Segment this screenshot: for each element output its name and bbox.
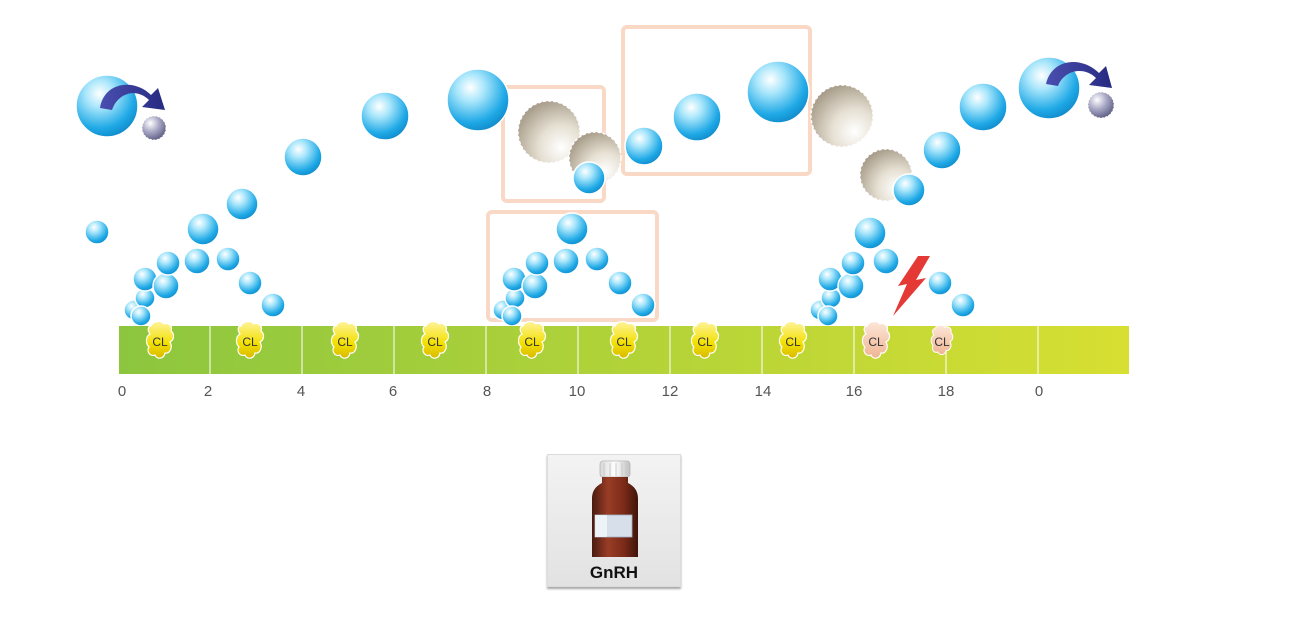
- corpus-luteum-shape: [235, 320, 265, 359]
- follicle: [501, 305, 523, 327]
- axis-tick-label: 10: [569, 383, 586, 400]
- corpus-luteum: CL: [235, 320, 265, 359]
- follicle: [552, 247, 580, 275]
- corpus-luteum-shape: [609, 320, 639, 359]
- axis-tick-label: 6: [389, 383, 397, 400]
- cycle-bar-dividers: [209, 326, 1039, 374]
- axis-tick-label: 14: [755, 383, 772, 400]
- corpus-luteum-shape: [930, 324, 954, 355]
- follicle: [521, 272, 549, 300]
- corpus-luteum: CL: [420, 320, 450, 359]
- corpus-luteum-label: CL: [868, 335, 884, 349]
- follicle: [927, 270, 953, 296]
- corpus-luteum-label: CL: [242, 335, 258, 349]
- follicle: [840, 250, 866, 276]
- follicle: [950, 292, 976, 318]
- follicle: [746, 60, 810, 124]
- corpus-luteum: CL: [778, 320, 808, 359]
- ovulation-left: [100, 84, 167, 141]
- medicine-bottle-icon: [592, 460, 638, 557]
- follicle: [817, 305, 839, 327]
- follicle: [360, 91, 410, 141]
- follicle: [84, 219, 110, 245]
- corpus-luteum: CL: [861, 320, 891, 359]
- follicle: [183, 247, 211, 275]
- corpus-luteum-label: CL: [427, 335, 443, 349]
- axis-tick-label: 0: [118, 383, 126, 400]
- corpus-luteum-label: CL: [616, 335, 632, 349]
- corpus-luteum-shape: [861, 320, 891, 359]
- corpus-luteum-label: CL: [785, 335, 801, 349]
- axis-tick-label: 8: [483, 383, 491, 400]
- oocyte-icon: [141, 115, 167, 141]
- follicle: [853, 216, 887, 250]
- follicle: [446, 68, 510, 132]
- axis-tick-label: 16: [846, 383, 863, 400]
- corpus-luteum-label: CL: [524, 335, 540, 349]
- corpus-luteum-label: CL: [697, 335, 713, 349]
- corpus-luteum: CL: [609, 320, 639, 359]
- lightning-icon: [893, 256, 930, 316]
- follicle: [672, 92, 722, 142]
- corpus-luteum-shape: [420, 320, 450, 359]
- atretic-follicle: [517, 100, 581, 164]
- axis-tick-label: 0: [1035, 383, 1043, 400]
- corpora-lutea: CL CL CL CL CL CL CL CL CL CL: [145, 320, 954, 359]
- corpus-luteum: CL: [517, 320, 547, 359]
- follicles: [75, 56, 1081, 327]
- corpus-luteum: CL: [145, 320, 175, 359]
- corpus-luteum-shape: [330, 320, 360, 359]
- follicle: [922, 130, 962, 170]
- corpus-luteum-label: CL: [337, 335, 353, 349]
- follicle: [152, 272, 180, 300]
- follicle: [630, 292, 656, 318]
- follicle: [837, 272, 865, 300]
- corpus-luteum: CL: [330, 320, 360, 359]
- corpus-luteum-label: CL: [934, 335, 950, 349]
- follicle: [283, 137, 323, 177]
- follicle: [130, 305, 152, 327]
- corpus-luteum-shape: [690, 320, 720, 359]
- follicle: [260, 292, 286, 318]
- follicle: [237, 270, 263, 296]
- follicle: [584, 246, 610, 272]
- follicle: [624, 126, 664, 166]
- ovulation-arrow-icon: [1046, 62, 1112, 88]
- follicle: [607, 270, 633, 296]
- gnrh-button[interactable]: GnRH: [547, 454, 681, 587]
- highlight-box: [621, 25, 812, 176]
- ovulation-arrow-icon: [100, 84, 165, 110]
- gnrh-label: GnRH: [589, 563, 639, 582]
- follicle: [892, 173, 926, 207]
- axis-tick-label: 18: [938, 383, 955, 400]
- follicle: [872, 247, 900, 275]
- corpus-luteum-shape: [517, 320, 547, 359]
- day-axis: 0 2 4 6 8 10 12 14 16 18 0: [118, 383, 1043, 400]
- follicle: [225, 187, 259, 221]
- follicle: [524, 250, 550, 276]
- corpus-luteum-shape: [778, 320, 808, 359]
- axis-tick-label: 12: [662, 383, 679, 400]
- ovulation-right: [1046, 62, 1115, 119]
- follicle: [186, 212, 220, 246]
- axis-tick-label: 2: [204, 383, 212, 400]
- axis-tick-label: 4: [297, 383, 305, 400]
- follicle: [215, 246, 241, 272]
- oocyte-icon: [1087, 91, 1115, 119]
- follicle: [958, 82, 1008, 132]
- follicle: [555, 212, 589, 246]
- corpus-luteum-shape: [145, 320, 175, 359]
- corpus-luteum: CL: [690, 320, 720, 359]
- corpus-luteum: CL: [930, 324, 954, 355]
- follicle: [155, 250, 181, 276]
- atretic-follicle: [810, 84, 874, 148]
- corpus-luteum-label: CL: [152, 335, 168, 349]
- highlight-box: [486, 210, 659, 322]
- follicle: [572, 161, 606, 195]
